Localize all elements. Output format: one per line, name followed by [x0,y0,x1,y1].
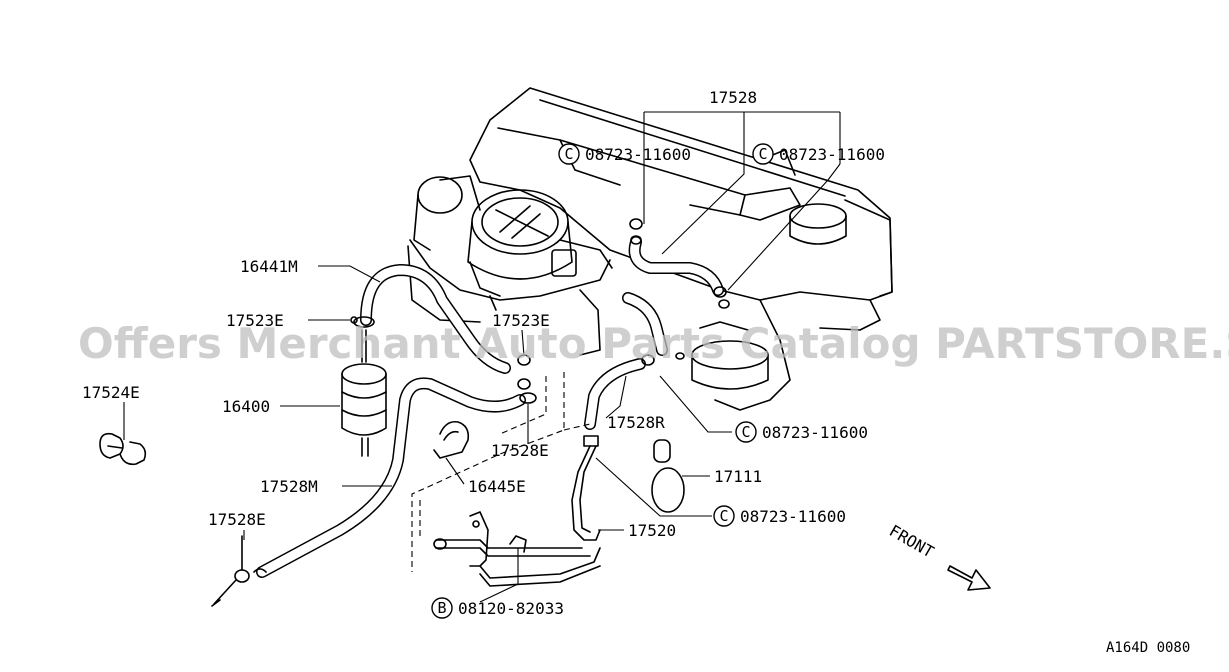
label-17528M: 17528M [260,477,318,496]
hose-17528 [628,236,724,296]
c-marker-icon [735,421,757,443]
hose-17528M [256,377,526,578]
label-17523E-mid: 17523E [492,311,550,330]
leader-lines [123,111,841,603]
clip-17524E [99,432,147,466]
label-17523E-left: 17523E [226,311,284,330]
marker-c: C [741,423,750,441]
front-arrow-icon [947,565,991,591]
catalog-code: A164D 0080 [1106,640,1190,656]
c-marker-icon [752,143,774,165]
hose-16441M [360,264,511,374]
label-08723-11600-d: 08723-11600 [740,507,846,526]
label-17524E: 17524E [82,383,140,402]
clamp-17523E-left [350,316,375,328]
label-08723-11600-b: 08723-11600 [779,145,885,164]
hose-17528R [584,358,646,430]
clamp-17528E-mid [519,392,537,404]
label-17520: 17520 [628,521,676,540]
label-17528E-lower: 17528E [208,510,266,529]
b-marker-icon [431,597,453,619]
clamp-17528E-lower [211,535,267,607]
label-08723-11600-a: 08723-11600 [585,145,691,164]
watermark: Offers Merchant Auto Parts Catalog PARTS… [78,319,1229,368]
fuel-tube-17520 [433,435,601,587]
hose-front-upper [622,292,668,356]
label-16400: 16400 [222,397,270,416]
marker-c: C [758,145,767,163]
fuel-filter-16400 [341,329,387,457]
label-17111: 17111 [714,467,762,486]
label-16441M: 16441M [240,257,298,276]
label-17528R: 17528R [607,413,665,432]
label-17528: 17528 [709,88,757,107]
clamp-17528-top [629,218,730,309]
bracket-16445E [433,420,470,459]
dashed-group-outlines [411,372,591,572]
marker-b: B [437,599,446,617]
marker-c: C [719,507,728,525]
marker-c: C [564,145,573,163]
label-16445E: 16445E [468,477,526,496]
label-08723-11600-c: 08723-11600 [762,423,868,442]
label-08120-82033: 08120-82033 [458,599,564,618]
gasket-17111 [651,439,685,513]
label-17528E-mid: 17528E [491,441,549,460]
front-label: FRONT [886,521,938,562]
front-direction-indicator: FRONT [886,521,991,591]
c-marker-icon [558,143,580,165]
part-labels: 17528 C 08723-11600 C 08723-11600 16441M… [82,88,885,619]
clamp-front [641,352,685,366]
c-marker-icon [713,505,735,527]
